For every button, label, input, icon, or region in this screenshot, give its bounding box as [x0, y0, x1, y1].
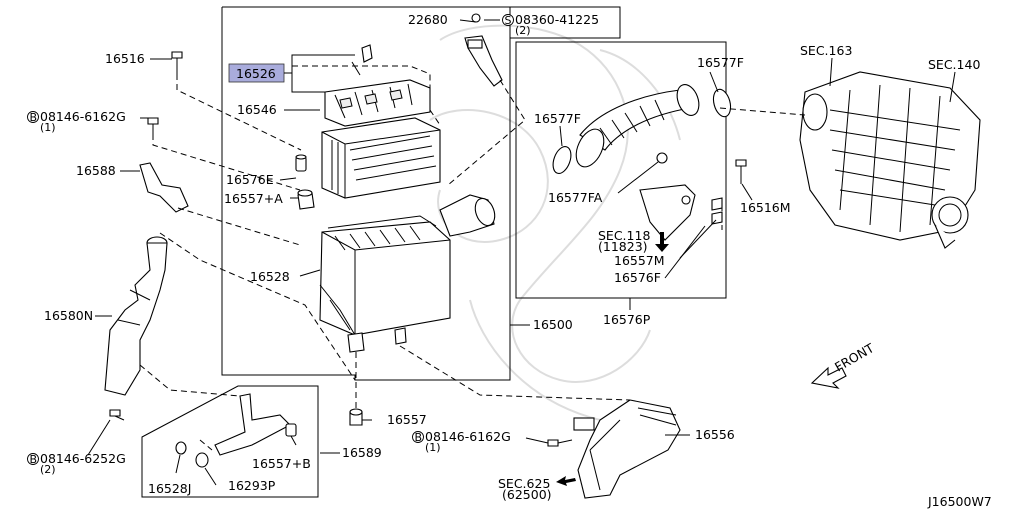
svg-text:B: B — [30, 453, 38, 466]
label-08146-6162g: 08146-6162G — [40, 109, 126, 124]
label-sec625-ref: (62500) — [502, 487, 552, 502]
svg-text:B: B — [415, 431, 423, 444]
bracket-16589 — [175, 393, 297, 468]
label-16557: 16557 — [387, 412, 427, 427]
bolt-16516 — [171, 51, 183, 74]
reference-dashes — [139, 74, 806, 451]
label-sec625: SEC.625 — [498, 476, 550, 491]
grommet-16557 — [349, 408, 363, 426]
label-16500: 16500 — [533, 317, 573, 332]
label-16557m: 16557M — [614, 253, 665, 268]
label-08146-6162g-lower: 08146-6162G — [425, 429, 511, 444]
label-16576f: 16576F — [614, 270, 661, 285]
label-22680: 22680 — [408, 12, 448, 27]
svg-text:S: S — [505, 14, 512, 27]
label-16516m: 16516M — [740, 200, 791, 215]
label-sec163: SEC.163 — [800, 43, 852, 58]
label-16588: 16588 — [76, 163, 116, 178]
grommet-16576e — [295, 154, 307, 172]
bolt-08146-6162g-lower — [547, 439, 573, 447]
airbox-lower-part — [319, 194, 496, 353]
label-sec140: SEC.140 — [928, 57, 980, 72]
sec118-arrow — [655, 232, 669, 252]
bracket-16588 — [139, 162, 189, 213]
diagram-id: J16500W7 — [927, 494, 992, 509]
label-08146-6162g-lower-qty: (1) — [425, 441, 441, 454]
label-sec118: SEC.118 — [598, 228, 650, 243]
label-08146-6252g: 08146-6252G — [40, 451, 126, 466]
air-filter-part — [321, 117, 441, 199]
label-16526: 16526 — [236, 66, 276, 81]
circle-s-icon: S — [502, 14, 514, 27]
label-08146-6162g-qty: (1) — [40, 121, 56, 134]
circle-b-icon: B — [412, 431, 424, 444]
circle-b-icon: B — [27, 453, 39, 466]
label-16556: 16556 — [695, 427, 735, 442]
label-16589: 16589 — [342, 445, 382, 460]
resonator-16580n — [104, 236, 168, 396]
label-16576p: 16576P — [603, 312, 651, 327]
sec625-arrow — [556, 476, 576, 486]
leader-lines — [87, 19, 956, 486]
label-16293p: 16293P — [228, 478, 276, 493]
label-16577f-top: 16577F — [697, 55, 744, 70]
label-16546: 16546 — [237, 102, 277, 117]
label-08360-41225: 08360-41225 — [515, 12, 599, 27]
label-16580n: 16580N — [44, 308, 93, 323]
hose-assembly-boundary — [515, 41, 727, 299]
label-16528j: 16528J — [148, 481, 191, 496]
label-16577fa: 16577FA — [548, 190, 603, 205]
label-16528: 16528 — [250, 269, 290, 284]
air-duct-16556 — [573, 399, 681, 499]
label-08360-qty: (2) — [515, 24, 531, 37]
label-16576e: 16576E — [226, 172, 274, 187]
mass-airflow-sensor-22680 — [464, 13, 503, 87]
bolt-16516m — [735, 159, 747, 184]
circle-b-icon: B — [27, 111, 39, 124]
grommet-16557a — [297, 189, 315, 210]
label-08146-6252g-qty: (2) — [40, 463, 56, 476]
svg-text:B: B — [30, 111, 38, 124]
label-16557a: 16557+A — [224, 191, 283, 206]
label-16516: 16516 — [105, 51, 145, 66]
front-arrow-icon — [810, 366, 847, 389]
airbox-cover-part — [324, 79, 431, 127]
intake-hose-16576 — [552, 84, 732, 241]
label-16577f-left: 16577F — [534, 111, 581, 126]
label-16557b: 16557+B — [252, 456, 311, 471]
label-sec118-ref: (11823) — [598, 239, 648, 254]
bolt-08146-6162g — [147, 117, 159, 134]
bolt-08146-6252g — [109, 409, 125, 421]
inlet-cap-part — [351, 44, 373, 76]
intake-manifold — [799, 71, 981, 249]
label-front: FRONT — [832, 340, 877, 375]
